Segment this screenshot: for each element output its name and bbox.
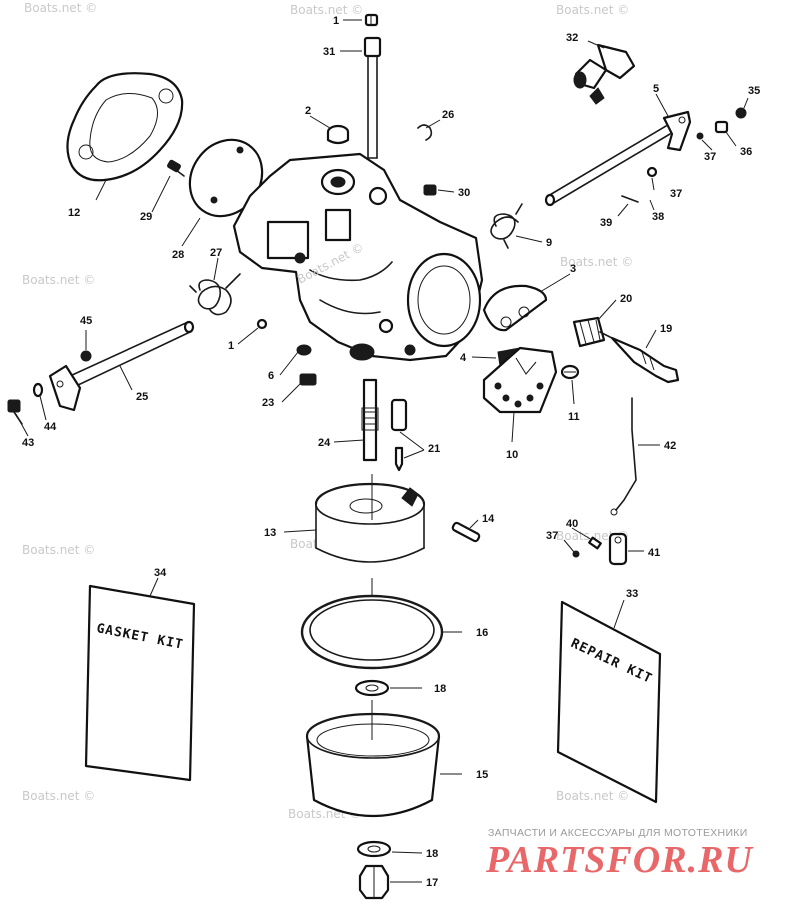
callout-16: 16 — [476, 627, 488, 639]
callout-14: 14 — [482, 513, 495, 525]
callout-35: 35 — [748, 85, 760, 97]
callout-13: 13 — [264, 527, 276, 539]
callout-1: 1 — [333, 15, 339, 27]
callout-18: 18 — [434, 683, 446, 695]
callout-34: 34 — [154, 567, 167, 579]
callout-37: 37 — [670, 188, 682, 200]
part-carburetor-body: Boats.net © — [232, 152, 484, 362]
callout-33: 33 — [626, 588, 638, 600]
callout-3: 3 — [570, 263, 576, 275]
callout-27: 27 — [210, 247, 222, 259]
callout-1: 1 — [228, 340, 234, 352]
callout-32: 32 — [566, 32, 578, 44]
watermark: Boats.net © — [290, 3, 363, 17]
part-plate-10 — [482, 346, 558, 414]
callout-23: 23 — [262, 397, 274, 409]
part-elbow-fitting — [573, 43, 636, 105]
part-washer-upper — [354, 679, 390, 697]
callout-28: 28 — [172, 249, 184, 261]
part-throttle-plate — [482, 284, 548, 332]
part-jet-21 — [390, 398, 408, 472]
part-small-37-40-41 — [572, 532, 628, 566]
part-screw-29 — [167, 159, 185, 177]
callout-43: 43 — [22, 437, 34, 449]
part-oring — [300, 594, 444, 670]
callout-26: 26 — [442, 109, 454, 121]
part-washer-38 — [646, 166, 658, 178]
part-screw-11 — [560, 364, 580, 380]
part-washer-lower — [356, 840, 392, 858]
part-nut-top — [364, 13, 379, 27]
callout-6: 6 — [268, 370, 274, 382]
callout-5: 5 — [653, 83, 659, 95]
footer-caption: ЗАПЧАСТИ И АКСЕССУАРЫ ДЛЯ МОТОТЕХНИКИ — [488, 827, 748, 839]
part-pin-14 — [451, 521, 481, 543]
callout-15: 15 — [476, 769, 488, 781]
callout-20: 20 — [620, 293, 632, 305]
site-logo: PARTSFOR.RU — [486, 839, 753, 881]
callout-41: 41 — [648, 547, 660, 559]
callout-9: 9 — [546, 237, 552, 249]
callout-40: 40 — [566, 518, 578, 530]
watermark: Boats.net © — [556, 789, 629, 803]
part-clip — [417, 124, 433, 141]
callout-18: 18 — [426, 848, 438, 860]
callout-12: 12 — [68, 207, 80, 219]
callout-42: 42 — [664, 440, 676, 452]
watermark: Boats.net © — [22, 273, 95, 287]
watermark: Boats.net © — [560, 255, 633, 269]
part-float-bowl — [305, 712, 441, 818]
callout-38: 38 — [652, 211, 664, 223]
callout-44: 44 — [44, 421, 57, 433]
repair-kit-card: REPAIR KIT — [556, 600, 662, 804]
callout-29: 29 — [140, 211, 152, 223]
part-wire-42 — [610, 397, 637, 516]
callout-2: 2 — [305, 105, 311, 117]
part-flange-gasket — [66, 72, 184, 182]
part-small-1-6-23 — [256, 318, 317, 386]
part-pin-39 — [621, 195, 639, 203]
leader-lines — [15, 19, 749, 883]
callout-24: 24 — [318, 437, 331, 449]
callout-30: 30 — [458, 187, 470, 199]
part-spring-9 — [490, 203, 523, 249]
callout-19: 19 — [660, 323, 672, 335]
part-main-jet-tube — [361, 378, 379, 462]
watermark: Boats.net © — [22, 543, 95, 557]
callout-36: 36 — [740, 146, 752, 158]
part-long-screw — [363, 36, 382, 159]
part-spring-20 — [572, 316, 606, 348]
part-small-43-44-45 — [7, 350, 92, 425]
part-spring-27 — [189, 273, 241, 316]
callout-11: 11 — [568, 411, 580, 423]
part-choke-shaft — [48, 320, 195, 412]
watermark: Boats.net © — [24, 1, 97, 15]
callout-25: 25 — [136, 391, 148, 403]
part-bowl-nut — [358, 864, 390, 900]
part-throttle-shaft — [544, 110, 692, 207]
part-small-30 — [423, 184, 437, 196]
callout-37: 37 — [704, 151, 716, 163]
callout-labels: 1 1 2 3 4 5 6 9 10 11 12 13 14 15 16 17 … — [22, 15, 760, 889]
callout-10: 10 — [506, 449, 518, 461]
watermark: Boats.net © — [22, 789, 95, 803]
watermark: Boats.net © — [556, 3, 629, 17]
callout-21: 21 — [428, 443, 440, 455]
callout-39: 39 — [600, 217, 612, 229]
part-needle-19 — [599, 331, 680, 384]
gasket-kit-card: GASKET KIT — [84, 584, 196, 782]
callout-31: 31 — [323, 46, 335, 58]
part-small-screws-right — [696, 107, 747, 140]
part-float — [314, 482, 426, 563]
part-cap — [326, 124, 350, 145]
callout-4: 4 — [460, 352, 467, 364]
callout-45: 45 — [80, 315, 92, 327]
callout-17: 17 — [426, 877, 438, 889]
callout-37: 37 — [546, 530, 558, 542]
